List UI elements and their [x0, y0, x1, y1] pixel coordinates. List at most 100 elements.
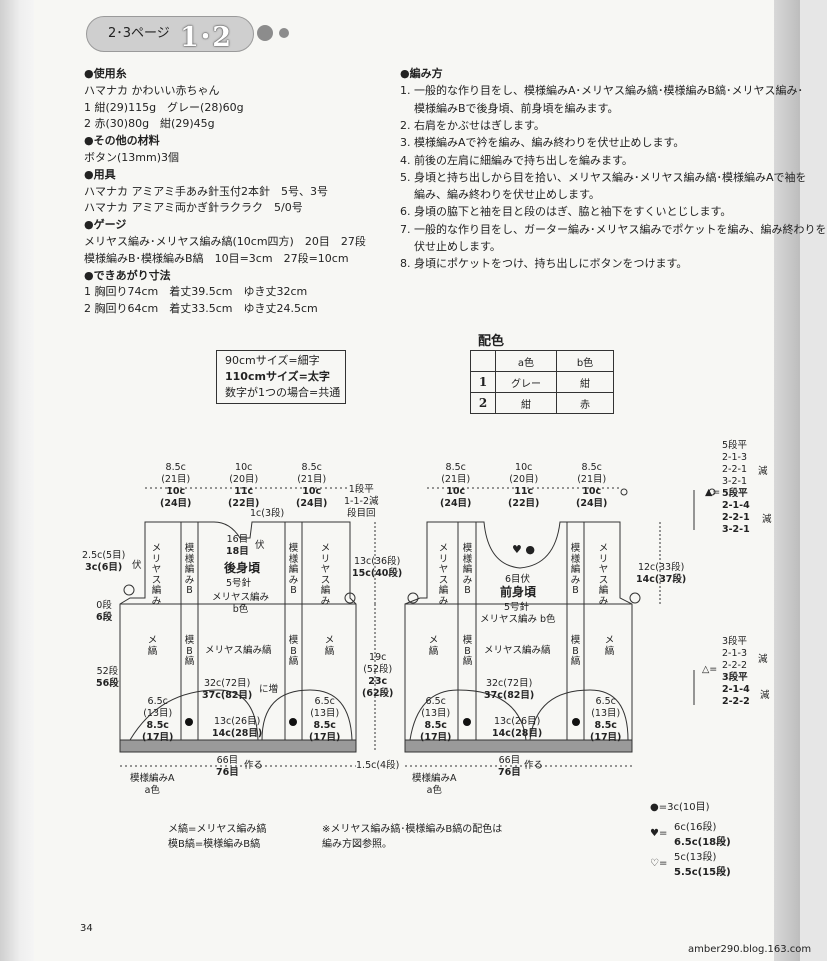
back-col-center: メリヤス編み縞 [205, 645, 272, 656]
materials-line: ●できあがり寸法 [84, 268, 171, 282]
front-col-bshima-right: 模B縞 [570, 635, 581, 667]
legend-heart-outline: ♡= [650, 858, 668, 869]
back-increase-note: に増 [259, 684, 279, 695]
front-hem-band [404, 739, 633, 753]
front-neck-sts: 6目伏 [505, 574, 531, 585]
materials-line: ハマナカ アミアミ手あみ針玉付2本針 5号、3号 [84, 184, 329, 198]
materials-line: ●用具 [84, 167, 116, 181]
front-yoke: メリヤス編み b色 [480, 614, 556, 625]
front-col-center: メリヤス編み縞 [484, 645, 551, 656]
materials-line: 1 胸回り74cm 着丈39.5cm ゆき丈32cm [84, 285, 308, 299]
instruction-line: 3. 模様編みAで衿を編み、編み終わりを伏せ止めします。 [400, 136, 685, 150]
right-notes-dec-3: 減 [758, 654, 768, 665]
materials-line: ●使用糸 [84, 67, 127, 80]
right-notes-dec-1: 減 [758, 466, 768, 477]
watermark: amber290.blog.163.com [688, 944, 812, 955]
back-col-shima-left: メ縞 [147, 635, 158, 657]
front-side-right: 6.5c(13目) 8.5c(17目) [590, 696, 622, 743]
legend-heart-values: 6c(16段)6.5c(18段) [674, 822, 731, 848]
book-spine [0, 0, 34, 961]
materials-line: ハマナカ アミアミ両かぎ針ラクラク 5/0号 [84, 201, 303, 215]
front-needle: 5号針 [504, 602, 530, 613]
back-top-center: 10c(20目) 11c(22目) [228, 462, 260, 509]
front-center: 13c(26目)14c(28目) [492, 716, 543, 739]
legend-heart: ♥= [650, 828, 668, 839]
back-increase: 32c(72目)37c(82目) [202, 678, 253, 701]
instruction-line: 8. 身頃にポケットをつけ、持ち出しにボタンをつけます。 [400, 257, 688, 271]
front-top-left: 8.5c(21目) 10c(24目) [440, 462, 472, 509]
hem-height: 1.5c(4段) [356, 760, 400, 771]
front-col-meriyasu-left: メリヤス編み [438, 543, 449, 607]
size-note-line: 110cmサイズ=太字 [225, 370, 330, 383]
front-pocket-dot-left [463, 718, 471, 726]
instruction-line: 6. 身頃の脇下と袖を目と段のはぎ、脇と袖下をすくいとじします。 [400, 205, 732, 219]
back-needle: 5号針 [226, 578, 252, 589]
page-edge [774, 0, 800, 961]
materials-line: メリヤス編み･メリヤス編み縞(10cm四方) 20目 27段 [84, 235, 366, 248]
front-side-left: 6.5c(13目) 8.5c(17目) [420, 696, 452, 743]
instruction-line: 4. 前後の左肩に細編みで持ち出しを編みます。 [400, 153, 633, 167]
front-increase: 32c(72目)37c(82目) [484, 678, 535, 701]
front-heart-marks: ♥ ● [512, 543, 535, 556]
back-hem-band [119, 739, 357, 753]
back-col-meriyasu-right: メリヤス編み [320, 543, 331, 607]
size-note-line: 90cmサイズ=細字 [225, 354, 320, 367]
front-col-moyoB-left: 模様編みB [462, 543, 473, 596]
back-body-name: 後身頃 [224, 561, 261, 575]
back-armhole: 2.5c(5目)3c(6目) [82, 550, 126, 573]
color-table: a色 b色 1 グレー 紺 2 紺 赤 [470, 350, 614, 414]
back-bottom-cast: 作る [244, 760, 264, 771]
front-armhole: 12c(33段)14c(37段) [636, 562, 687, 585]
back-neck-bind-off: 伏 [255, 540, 265, 551]
abbrev-notes: メ縞=メリヤス編み縞模B縞=模様編みB縞 [168, 824, 267, 850]
back-body-outline [119, 521, 357, 753]
back-top-left: 8.5c(21目) 10c(24目) [160, 462, 192, 509]
front-body-outline [404, 521, 633, 753]
header-pill [86, 16, 254, 52]
header-title: 1･2 [180, 22, 232, 53]
color-note: ※メリヤス編み縞･模様編みB縞の配色は編み方図参照。 [322, 824, 503, 850]
instruction-line: 1. 一般的な作り目をし、模様編みA･メリヤス編み縞･模様編みB縞･メリヤス編み… [400, 84, 804, 98]
front-top-right: 8.5c(21目) 10c(24目) [576, 462, 608, 509]
back-side-left: 6.5c(13目) 8.5c(17目) [142, 696, 174, 743]
materials-line: 2 胸回り64cm 着丈33.5cm ゆき丈24.5cm [84, 302, 318, 316]
color-table-title: 配色 [478, 334, 505, 349]
legend-heart-outline-values: 5c(13段)5.5c(15段) [674, 852, 731, 878]
instruction-line: 模様編みBで後身頃、前身頃を編みます。 [414, 101, 619, 115]
back-neck-depth: 1c(3段) [250, 508, 285, 519]
size-note: 90cmサイズ=細字 110cmサイズ=太字 数字が1つの場合=共通 [216, 350, 346, 404]
front-col-meriyasu-right: メリヤス編み [598, 543, 609, 607]
page [34, 0, 774, 961]
front-col-shima-left: メ縞 [428, 635, 439, 657]
back-col-meriyasu-left: メリヤス編み [151, 543, 162, 607]
back-pocket-dot-right [289, 718, 297, 726]
pattern-diagram [119, 487, 716, 767]
front-top-center: 10c(20目) 11c(22目) [508, 462, 540, 509]
front-col-shima-right: メ縞 [604, 635, 615, 657]
header-dot-small [279, 28, 289, 38]
header-subtitle: 2･3ページ [108, 26, 170, 41]
front-col-bshima-left: 模B縞 [462, 635, 473, 667]
materials-line: ボタン(13mm)3個 [84, 151, 180, 164]
front-body-name: 前身頃 [500, 585, 537, 599]
back-center: 13c(26目)14c(28目) [212, 716, 263, 739]
materials-line: ●ゲージ [84, 218, 127, 232]
total-height: 19c(52段) 23c(62段) [362, 652, 394, 699]
back-col-moyoB-left: 模様編みB [184, 543, 195, 596]
materials-line: ハマナカ かわいい赤ちゃん [84, 83, 220, 97]
back-side-right: 6.5c(13目) 8.5c(17目) [309, 696, 341, 743]
header-dot-large [257, 25, 273, 41]
page-number: 34 [80, 923, 93, 934]
materials-line: 2 赤(30)80g 紺(29)45g [84, 117, 215, 131]
front-col-moyoB-right: 模様編みB [570, 543, 581, 596]
color-table-cell: 赤 [556, 392, 614, 414]
